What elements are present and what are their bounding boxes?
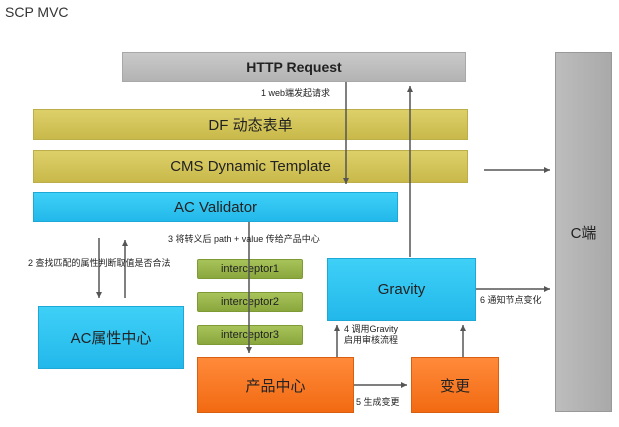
label-step4-line2: 启用审核流程 (344, 335, 399, 345)
df-form-box: DF 动态表单 (33, 109, 468, 140)
ac-attribute-center-box: AC属性中心 (38, 306, 184, 369)
interceptor3-box: interceptor3 (197, 325, 303, 345)
interceptor2-box: interceptor2 (197, 292, 303, 312)
label-step1: 1 web端发起请求 (261, 88, 331, 98)
label-step6: 6 通知节点变化 (480, 295, 542, 305)
page-title: SCP MVC (5, 4, 69, 20)
change-box: 变更 (411, 357, 499, 413)
interceptor1-box: interceptor1 (197, 259, 303, 279)
ac-validator-box: AC Validator (33, 192, 398, 222)
http-request-box: HTTP Request (122, 52, 466, 82)
label-step5: 5 生成变更 (356, 397, 400, 407)
label-step2: 2 查找匹配的属性判断取值是否合法 (28, 258, 171, 268)
label-step3: 3 将转义后 path + value 传给产品中心 (168, 234, 320, 244)
gravity-box: Gravity (327, 258, 476, 321)
c-end-box: C端 (555, 52, 612, 412)
label-step4-line1: 4 调用Gravity (344, 324, 399, 334)
cms-template-box: CMS Dynamic Template (33, 150, 468, 183)
product-center-box: 产品中心 (197, 357, 354, 413)
